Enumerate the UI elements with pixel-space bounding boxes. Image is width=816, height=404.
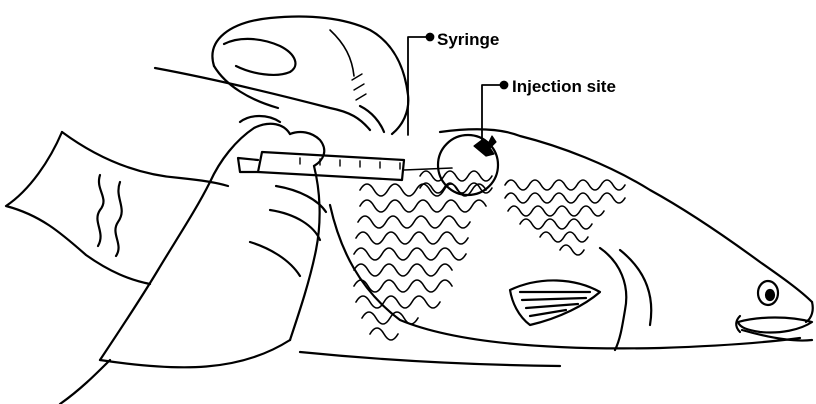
scale-pattern-lateral — [505, 180, 625, 255]
syringe-leader-line — [408, 37, 428, 135]
injection-site-marker — [438, 135, 498, 195]
syringe-leader-dot — [427, 34, 434, 41]
injection-site-leader-dot — [501, 82, 508, 89]
fish-head — [600, 248, 812, 350]
scale-pattern-flank — [354, 184, 486, 340]
leader-lines — [408, 34, 508, 141]
top-hand — [155, 17, 408, 135]
pectoral-fin — [510, 280, 600, 325]
scale-pattern-injection-area — [420, 171, 492, 193]
injection-site-label: Injection site — [512, 78, 616, 95]
syringe-label: Syringe — [437, 31, 499, 48]
